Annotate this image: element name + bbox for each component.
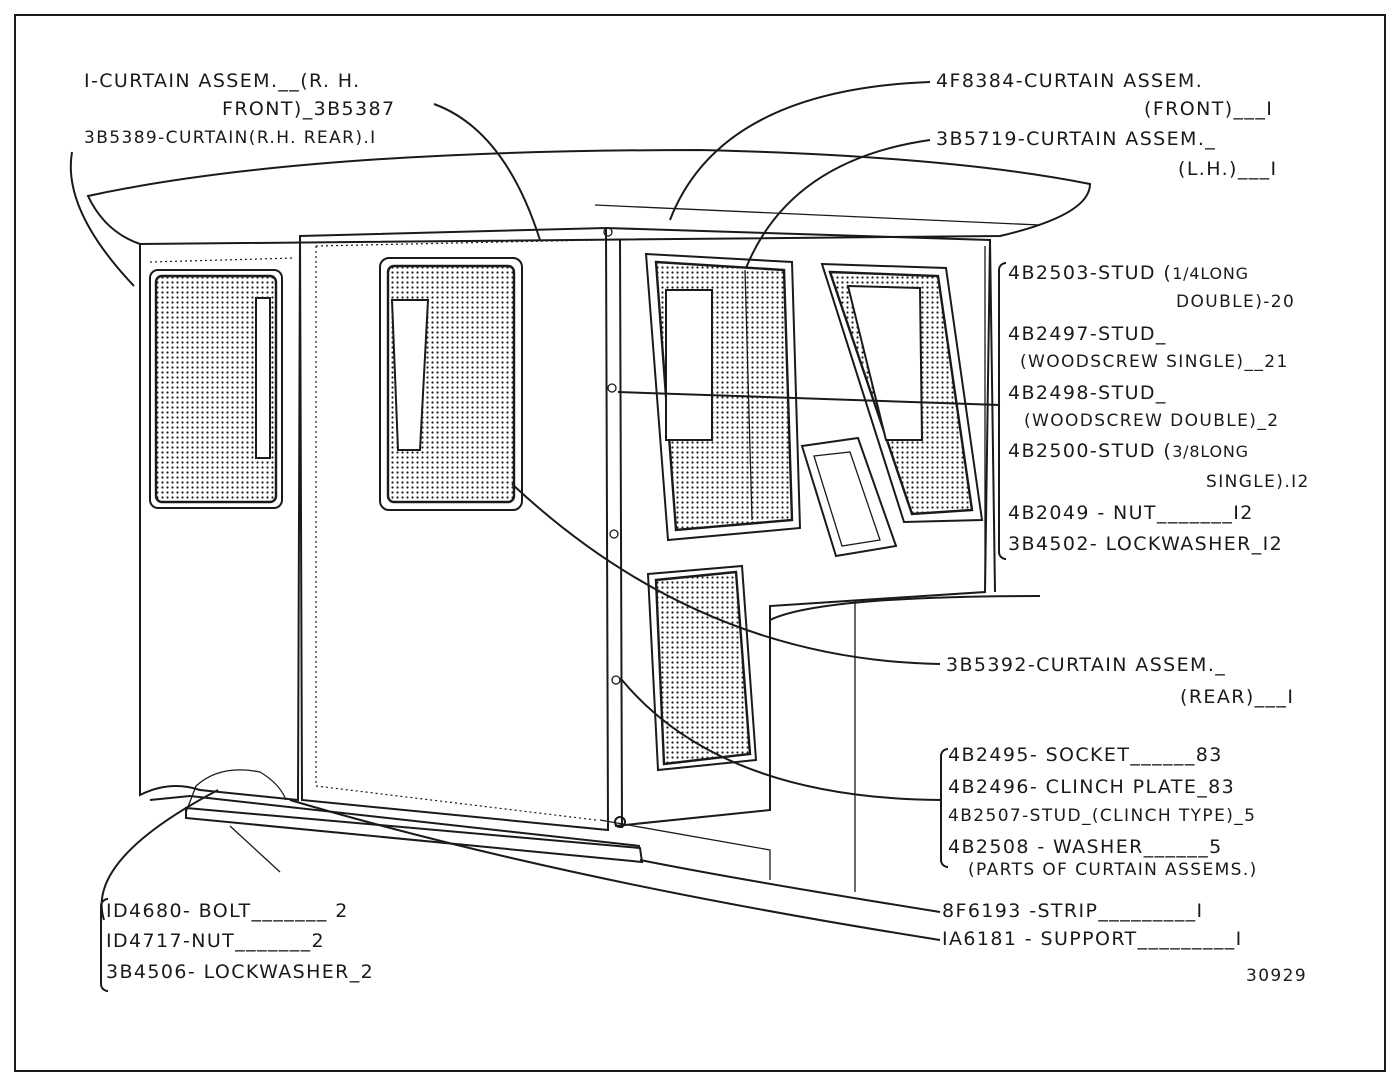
label-curtain-rear-line1: 3B5392-CURTAIN ASSEM._: [946, 654, 1227, 676]
label-curtain-lh-line2: (L.H.)___I: [1178, 158, 1278, 180]
support-strip: [185, 806, 644, 864]
label-support-6181: IA6181 - SUPPORT_________I: [942, 928, 1243, 950]
socket-list-bracket: [940, 748, 948, 868]
label-washer-2508: 4B2508 - WASHER______5: [948, 836, 1223, 858]
stud-2503-fraction: 1/4: [1172, 264, 1201, 283]
stud-list-bracket: [998, 262, 1006, 560]
diagram-frame: [14, 14, 1386, 1072]
stud-2500-long: LONG: [1200, 442, 1249, 461]
label-stud-2503-line1: 4B2503-STUD (1/4LONG: [1008, 264, 1249, 283]
rear-lower-window: [654, 570, 752, 766]
label-bolt-4680: ID4680- BOLT_______ 2: [106, 900, 349, 922]
label-curtain-rh-front-line2: FRONT)_3B5387: [222, 98, 396, 120]
label-curtain-front-line2: (FRONT)___I: [1144, 98, 1274, 120]
label-parts-note: (PARTS OF CURTAIN ASSEMS.): [968, 860, 1258, 880]
label-stud-2500-line2: SINGLE).I2: [1206, 472, 1310, 492]
label-nut-4717: ID4717-NUT_______2: [106, 930, 325, 952]
label-stud-2507: 4B2507-STUD_(CLINCH TYPE)_5: [948, 806, 1257, 826]
cab-body-line: [769, 595, 1041, 621]
rh-rear-window: [154, 274, 278, 504]
label-clinch-plate-2496: 4B2496- CLINCH PLATE_83: [948, 776, 1236, 798]
stud-2503-long: LONG: [1200, 264, 1249, 283]
label-stud-2497-line2: (WOODSCREW SINGLE)__21: [1020, 352, 1289, 372]
rh-rear-curtain-panel: [139, 235, 301, 802]
label-nut-2049: 4B2049 - NUT_______I2: [1008, 502, 1254, 524]
cab-roof: [86, 148, 1092, 246]
lh-curtain-panel: [605, 227, 992, 827]
label-stud-2497-line1: 4B2497-STUD_: [1008, 323, 1167, 345]
label-socket-2495: 4B2495- SOCKET______83: [948, 744, 1223, 766]
label-stud-2498-line2: (WOODSCREW DOUBLE)_2: [1024, 411, 1280, 431]
stud-2500-fraction: 3/8: [1172, 442, 1201, 461]
label-curtain-rear-line2: (REAR)___I: [1180, 686, 1295, 708]
label-stud-2503-line2: DOUBLE)-20: [1176, 292, 1296, 312]
label-curtain-rh-front-line1: I-CURTAIN ASSEM.__(R. H.: [84, 70, 361, 92]
bolt-list-bracket: [100, 898, 108, 992]
label-strip-6193: 8F6193 -STRIP_________I: [942, 900, 1204, 922]
side-vent: [800, 436, 898, 558]
label-lockwasher-4502: 3B4502- LOCKWASHER_I2: [1008, 533, 1284, 555]
drawing-number: 30929: [1246, 966, 1308, 986]
label-curtain-rh-rear: 3B5389-CURTAIN(R.H. REAR).I: [84, 128, 377, 148]
label-curtain-lh-line1: 3B5719-CURTAIN ASSEM._: [936, 128, 1217, 150]
stud-2503-code: 4B2503-STUD (: [1008, 262, 1173, 284]
rh-front-curtain-panel: [298, 226, 610, 832]
label-lockwasher-4506: 3B4506- LOCKWASHER_2: [106, 961, 375, 983]
label-stud-2498-line1: 4B2498-STUD_: [1008, 382, 1167, 404]
stud-2500-code: 4B2500-STUD (: [1008, 440, 1173, 462]
label-stud-2500-line1: 4B2500-STUD (3/8LONG: [1008, 442, 1249, 461]
label-curtain-front-line1: 4F8384-CURTAIN ASSEM.: [936, 70, 1204, 92]
